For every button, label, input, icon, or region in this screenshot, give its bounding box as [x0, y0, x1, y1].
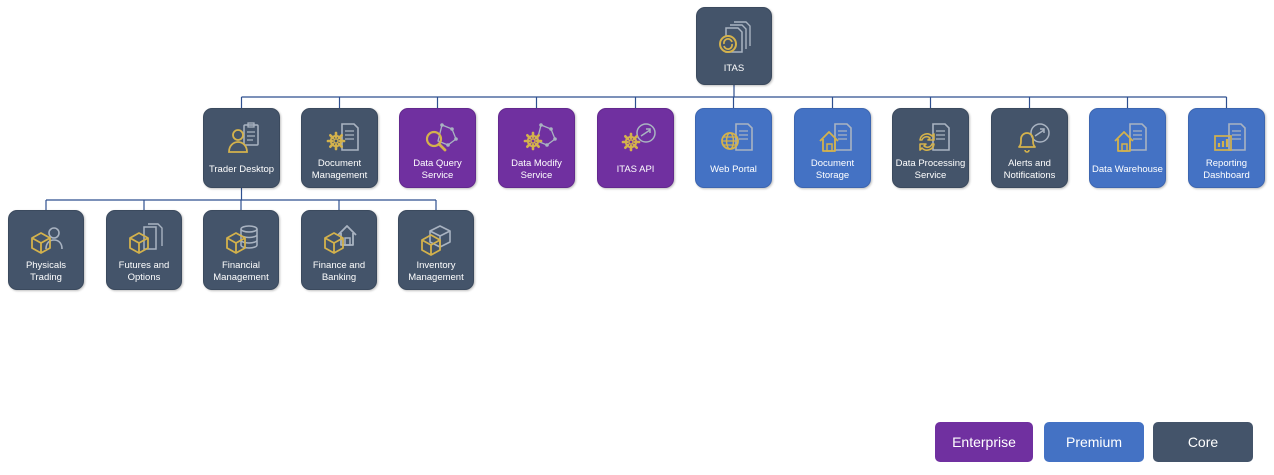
globe-document-icon [714, 119, 754, 157]
node-itas-api[interactable]: ITAS API [597, 108, 674, 188]
node-alerts-and-notifications[interactable]: Alerts and Notifications [991, 108, 1068, 188]
stacked-boxes-icon [416, 221, 456, 259]
legend-core[interactable]: Core [1153, 422, 1253, 462]
node-label: ITAS API [616, 164, 655, 175]
node-data-modify-service[interactable]: Data Modify Service [498, 108, 575, 188]
node-data-warehouse[interactable]: Data Warehouse [1089, 108, 1166, 188]
user-clipboard-icon [222, 119, 262, 157]
node-finance-and-banking[interactable]: Finance and Banking [301, 210, 377, 290]
node-label: Inventory Management [408, 260, 464, 283]
cube-document-icon [124, 221, 164, 259]
gear-arrow-icon [616, 119, 656, 157]
node-reporting-dashboard[interactable]: Reporting Dashboard [1188, 108, 1265, 188]
node-label: Document Management [311, 158, 368, 181]
node-label: Financial Management [213, 260, 269, 283]
node-label: Document Storage [810, 158, 855, 181]
node-data-processing-service[interactable]: Data Processing Service [892, 108, 969, 188]
refresh-document-icon [911, 119, 951, 157]
node-label: Physicals Trading [25, 260, 67, 283]
node-futures-and-options[interactable]: Futures and Options [106, 210, 182, 290]
node-label: Futures and Options [118, 260, 170, 283]
node-label: Data Modify Service [511, 158, 562, 181]
node-trader-desktop[interactable]: Trader Desktop [203, 108, 280, 188]
cube-user-icon [26, 221, 66, 259]
bell-arrow-icon [1010, 119, 1050, 157]
node-label: Web Portal [710, 164, 757, 175]
node-data-query-service[interactable]: Data Query Service [399, 108, 476, 188]
gear-network-icon [517, 119, 557, 157]
node-label: Data Processing Service [895, 158, 966, 181]
node-label: Data Warehouse [1092, 164, 1163, 175]
node-inventory-management[interactable]: Inventory Management [398, 210, 474, 290]
node-label: Trader Desktop [208, 164, 275, 175]
node-web-portal[interactable]: Web Portal [695, 108, 772, 188]
node-label: Alerts and Notifications [1003, 158, 1056, 181]
node-document-management[interactable]: Document Management [301, 108, 378, 188]
node-physicals-trading[interactable]: Physicals Trading [8, 210, 84, 290]
node-label: Data Query Service [413, 158, 462, 181]
house-document-icon [1108, 119, 1148, 157]
node-itas[interactable]: ITAS [696, 7, 772, 85]
gear-document-icon [320, 119, 360, 157]
legend-premium[interactable]: Premium [1044, 422, 1144, 462]
cube-house-icon [319, 221, 359, 259]
house-document-icon [813, 119, 853, 157]
stacked-documents-icon [714, 18, 754, 56]
node-financial-management[interactable]: Financial Management [203, 210, 279, 290]
node-label: Reporting Dashboard [1203, 158, 1250, 181]
node-label: Finance and Banking [312, 260, 366, 283]
cube-database-icon [221, 221, 261, 259]
node-document-storage[interactable]: Document Storage [794, 108, 871, 188]
magnifier-network-icon [418, 119, 458, 157]
legend-enterprise[interactable]: Enterprise [935, 422, 1033, 462]
bar-chart-document-icon [1207, 119, 1247, 157]
node-label: ITAS [723, 63, 745, 74]
